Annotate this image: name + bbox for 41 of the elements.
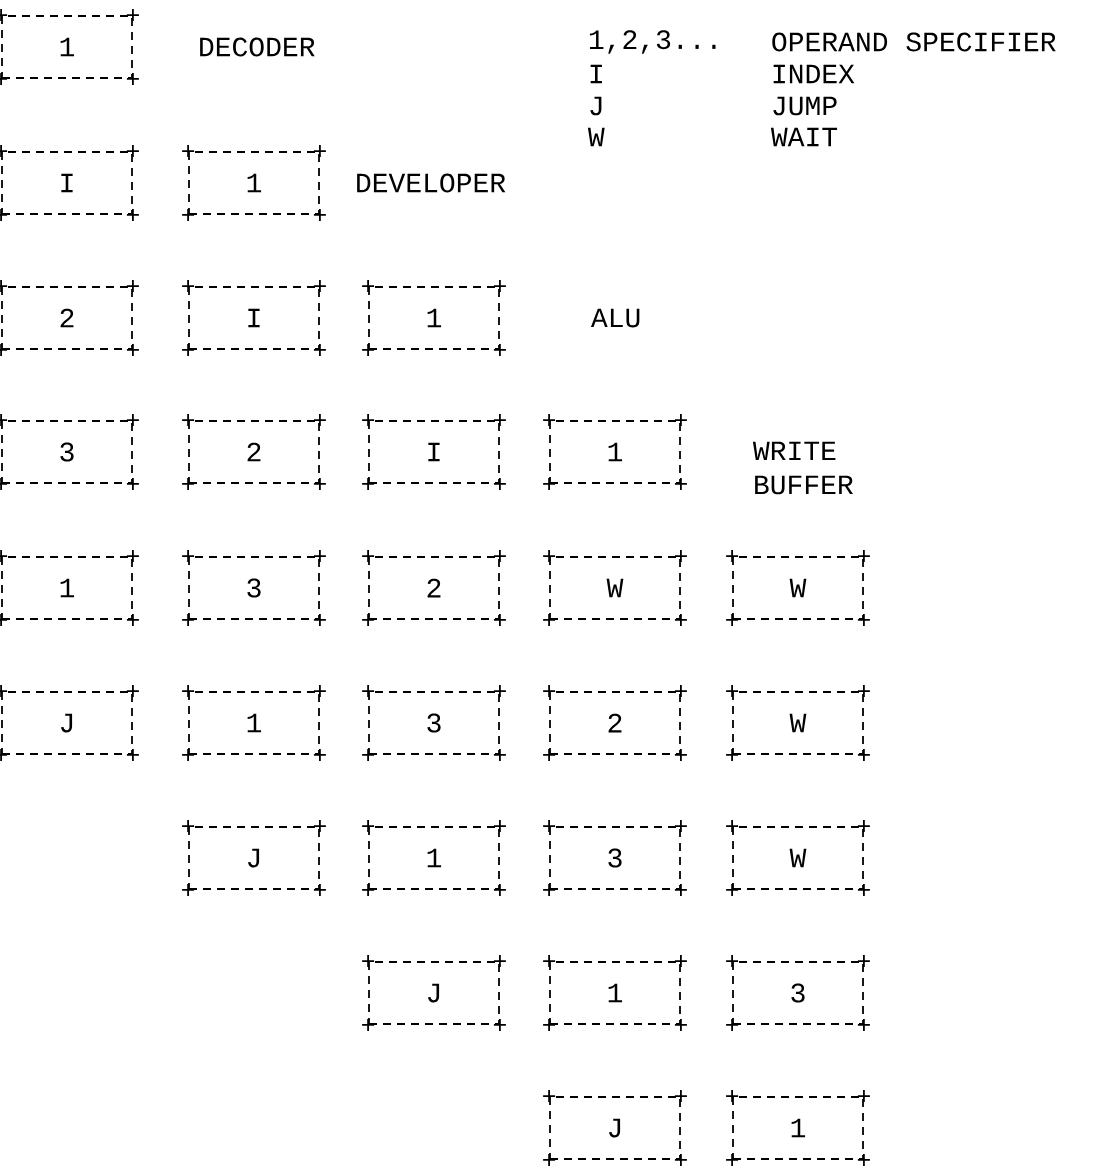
stage-box: 1 — [181, 684, 327, 762]
stage-box: 3 — [0, 413, 140, 491]
legend-meaning: JUMP — [773, 96, 837, 116]
stage-box: 1 — [725, 1089, 871, 1167]
stage-box: 1 — [542, 954, 688, 1032]
stage-box: J — [0, 684, 140, 762]
legend-symbol: 1,2,3... — [589, 30, 716, 54]
stage-label: DEVELOPER — [357, 173, 506, 193]
stage-box: I — [181, 279, 327, 357]
stage-label: WRITE BUFFER — [752, 441, 853, 495]
stage-box: 3 — [725, 954, 871, 1032]
legend-meaning: WAIT — [770, 127, 838, 147]
stage-box: 3 — [361, 684, 507, 762]
stage-box: 2 — [542, 684, 688, 762]
stage-label: ALU — [590, 308, 640, 328]
legend-meaning: OPERAND SPECIFIER — [772, 32, 1056, 52]
stage-box: J — [181, 819, 327, 897]
stage-box: J — [361, 954, 507, 1032]
stage-box: 1 — [542, 413, 688, 491]
stage-box: I — [361, 413, 507, 491]
stage-box: 1 — [181, 144, 327, 222]
legend-meaning: INDEX — [773, 64, 855, 84]
stage-box: W — [725, 684, 871, 762]
stage-label: DECODER — [200, 37, 315, 57]
stage-box: 1 — [0, 549, 140, 627]
stage-box: W — [542, 549, 688, 627]
stage-box: J — [542, 1089, 688, 1167]
stage-box: 2 — [0, 279, 140, 357]
legend-symbol: W — [587, 127, 605, 147]
stage-box: 2 — [361, 549, 507, 627]
stage-box: 1 — [361, 819, 507, 897]
stage-box: 1 — [0, 8, 140, 86]
legend-symbol: J — [590, 96, 602, 116]
stage-box: W — [725, 549, 871, 627]
stage-box: 3 — [181, 549, 327, 627]
legend-symbol: I — [590, 64, 602, 84]
stage-box: 3 — [542, 819, 688, 897]
stage-box: 2 — [181, 413, 327, 491]
stage-box: 1 — [361, 279, 507, 357]
stage-box: W — [725, 819, 871, 897]
stage-box: I — [0, 144, 140, 222]
